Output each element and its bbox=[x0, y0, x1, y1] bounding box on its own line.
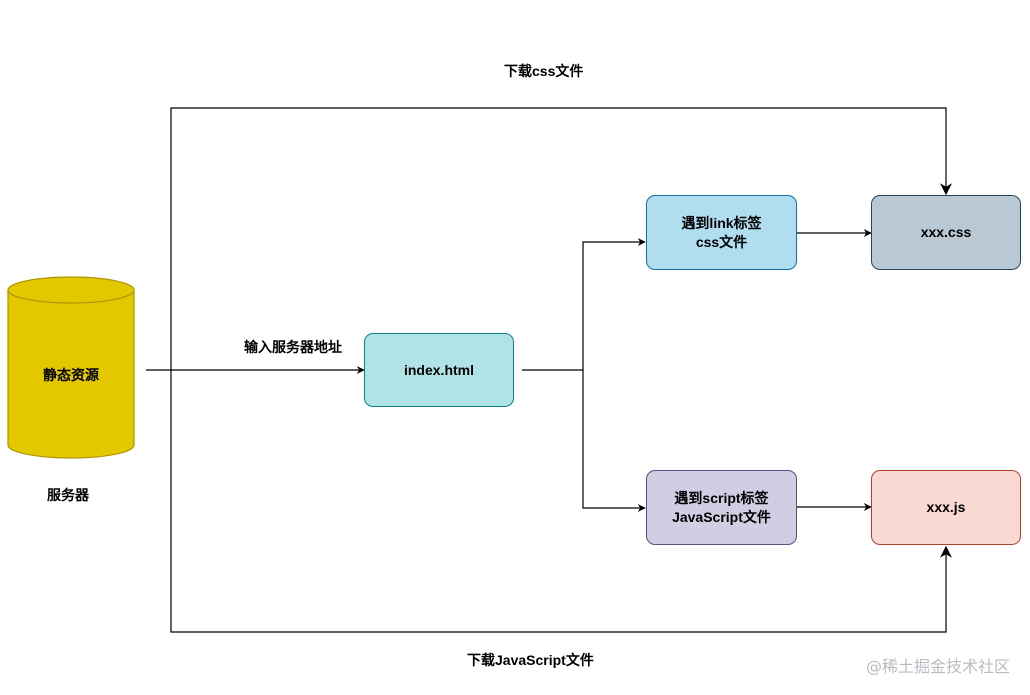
edge-download-css bbox=[170, 107, 952, 370]
database-top bbox=[7, 276, 135, 304]
script-tag-node: 遇到script标签 JavaScript文件 bbox=[646, 470, 797, 545]
edge-label-download-css: 下载css文件 bbox=[504, 63, 584, 79]
database-label: 静态资源 bbox=[43, 367, 99, 383]
watermark: @稀土掘金技术社区 bbox=[865, 657, 1010, 676]
database-cylinder bbox=[7, 276, 135, 459]
edge-to-script bbox=[582, 370, 646, 512]
edge-label-download-js: 下载JavaScript文件 bbox=[467, 652, 594, 668]
js-file-node: xxx.js bbox=[871, 470, 1021, 545]
css-file-node: xxx.css bbox=[871, 195, 1021, 270]
edge-download-js bbox=[170, 370, 952, 633]
index-html-node: index.html bbox=[364, 333, 514, 407]
database-body bbox=[7, 289, 135, 459]
edge-to-link bbox=[522, 238, 646, 371]
edge-label-input-address: 输入服务器地址 bbox=[244, 339, 342, 355]
server-caption: 服务器 bbox=[47, 487, 89, 503]
link-tag-node: 遇到link标签 css文件 bbox=[646, 195, 797, 270]
